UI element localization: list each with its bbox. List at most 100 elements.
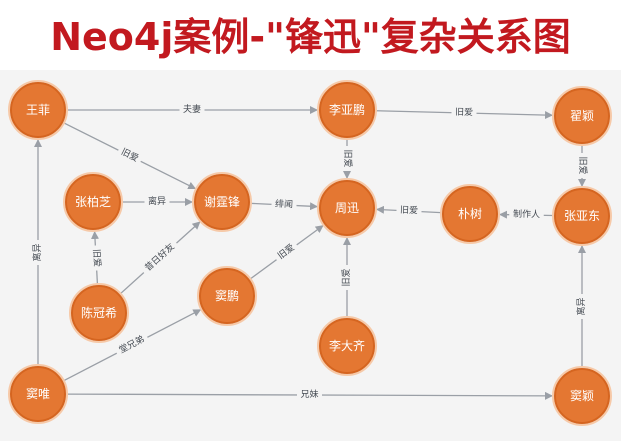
edge-label-group: 离异 (31, 240, 45, 265)
edge-label-background (144, 195, 170, 209)
node-label: 谢霆锋 (204, 194, 240, 209)
node-label: 李大齐 (329, 338, 365, 353)
edge-label: 兄妹 (300, 388, 318, 400)
edge-xietingfeng-zhouxun: 绯闻 (250, 197, 319, 213)
edge-label: 夫妻 (183, 103, 201, 115)
edge-label: 制作人 (513, 208, 540, 220)
node-zhangbozhi[interactable]: 张柏芝 (63, 172, 123, 232)
node-douwei[interactable]: 窦唯 (8, 364, 68, 424)
edge-label-background (272, 239, 301, 265)
node-ring (8, 80, 68, 140)
edge-label-group: 旧爱 (88, 245, 104, 271)
node-circle[interactable] (71, 285, 127, 341)
edge-lipeng-zhuying: 旧爱 (375, 106, 554, 120)
node-circle[interactable] (554, 368, 610, 424)
edge-lipeng-zhouxun: 旧爱 (340, 139, 354, 179)
edge-label: 旧爱 (341, 268, 352, 286)
node-label: 陈冠希 (81, 305, 117, 320)
node-circle[interactable] (554, 88, 610, 144)
edge-label-background (340, 265, 354, 290)
node-lidaqi[interactable]: 李大齐 (317, 316, 377, 376)
edge-chenguanxi-zhangbozhi: 旧爱 (88, 230, 104, 285)
node-ring (317, 316, 377, 376)
node-xietingfeng[interactable]: 谢霆锋 (192, 172, 252, 232)
node-circle[interactable] (319, 318, 375, 374)
node-ring (63, 172, 123, 232)
edge-label-background (115, 144, 144, 168)
node-label: 朴树 (458, 206, 482, 221)
edge-label-background (396, 203, 422, 219)
page-title: Neo4j案例-"锋迅"复杂关系图 (50, 14, 571, 59)
node-label: 张柏芝 (75, 194, 111, 209)
node-label: 张亚东 (564, 209, 600, 223)
edge-lidaqi-zhouxun: 旧爱 (340, 237, 354, 317)
node-circle[interactable] (442, 186, 498, 242)
edge-douying-zhangyadong: 离异 (575, 245, 589, 367)
edge-label-background (296, 388, 323, 402)
node-pushu[interactable]: 朴树 (440, 184, 500, 244)
edge-label-group: 绯闻 (271, 197, 297, 213)
node-label: 王菲 (26, 103, 50, 117)
node-circle[interactable] (10, 366, 66, 422)
node-ring (69, 283, 129, 343)
node-zhuying[interactable]: 翟颖 (552, 86, 612, 146)
edge-label-background (271, 197, 297, 213)
node-label: 窦唯 (26, 387, 50, 401)
node-circle[interactable] (319, 82, 375, 138)
node-wangfei[interactable]: 王菲 (8, 80, 68, 140)
node-ring (192, 172, 252, 232)
edge-label: 离异 (575, 297, 587, 315)
edge-label: 旧爱 (342, 149, 353, 167)
edge-label-group: 旧爱 (340, 146, 354, 171)
edge-zhuying-zhangyadong: 旧爱 (575, 145, 589, 187)
node-zhangyadong[interactable]: 张亚东 (552, 186, 612, 246)
edge-label-background (113, 331, 151, 359)
node-label: 李亚鹏 (329, 102, 365, 117)
edge-label-group: 兄妹 (296, 388, 323, 402)
node-circle[interactable] (194, 174, 250, 230)
edge-label-background (575, 153, 589, 178)
node-ring (197, 266, 257, 326)
node-circle[interactable] (554, 188, 610, 244)
edge-label: 旧爱 (400, 205, 419, 217)
edge-label-group: 离异 (575, 294, 589, 319)
node-ring (317, 178, 377, 238)
edges-layer: 夫妻旧爱旧爱旧爱旧爱离异绯闻旧爱制作人旧爱昔日好友旧爱旧爱离异堂兄弟兄妹离异 (31, 103, 589, 402)
edge-label-background (179, 103, 205, 117)
node-lipeng[interactable]: 李亚鹏 (317, 80, 377, 140)
node-doupeng[interactable]: 窦鹏 (197, 266, 257, 326)
edge-pushu-zhouxun: 旧爱 (375, 203, 442, 219)
node-chenguanxi[interactable]: 陈冠希 (69, 283, 129, 343)
edge-label: 绯闻 (275, 198, 294, 211)
node-circle[interactable] (319, 180, 375, 236)
edge-label-background (451, 106, 477, 120)
node-circle[interactable] (10, 82, 66, 138)
edge-label: 旧爱 (91, 249, 103, 268)
edge-label-group: 旧爱 (396, 203, 422, 219)
edge-label-background (575, 294, 589, 319)
graph-background (0, 70, 621, 441)
node-circle[interactable] (65, 174, 121, 230)
edge-label-group: 夫妻 (179, 103, 205, 117)
node-ring (317, 80, 377, 140)
edge-zhangyadong-pushu: 制作人 (498, 208, 554, 222)
node-label: 窦鹏 (215, 289, 239, 303)
node-zhouxun[interactable]: 周迅 (317, 178, 377, 238)
edge-label-group: 旧爱 (575, 153, 589, 178)
node-ring (552, 86, 612, 146)
edge-douwei-wangfei: 离异 (31, 139, 45, 365)
edge-label: 离异 (148, 195, 166, 207)
relationship-graph: 夫妻旧爱旧爱旧爱旧爱离异绯闻旧爱制作人旧爱昔日好友旧爱旧爱离异堂兄弟兄妹离异 王… (0, 70, 621, 441)
edge-label-background (88, 245, 104, 271)
edge-label-group: 旧爱 (340, 265, 354, 290)
edge-label-background (139, 238, 181, 278)
edge-label-group: 制作人 (509, 208, 544, 222)
node-douying[interactable]: 窦颖 (552, 366, 612, 426)
edge-label-background (509, 208, 544, 222)
node-circle[interactable] (199, 268, 255, 324)
edge-label-group: 旧爱 (451, 106, 477, 120)
edge-label-background (340, 146, 354, 171)
node-label: 翟颖 (570, 109, 594, 123)
